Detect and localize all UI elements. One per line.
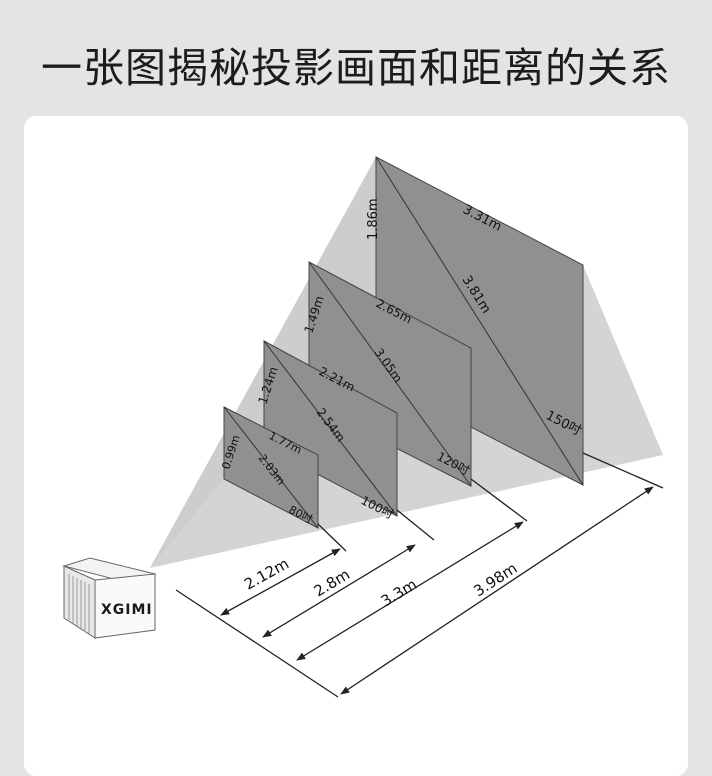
projection-diagram: 3.31m 1.86m 3.81m 150吋 2.65m 1.49m 3.05m…	[62, 156, 664, 698]
brand-logo: XGIMI	[101, 602, 153, 618]
distance-label: 3.3m	[378, 575, 420, 610]
diagram-card: 3.31m 1.86m 3.81m 150吋 2.65m 1.49m 3.05m…	[24, 116, 688, 776]
projection-ray	[582, 452, 664, 489]
projection-ray	[317, 523, 347, 552]
screen-80: 1.77m 0.99m 2.03m 80吋	[219, 406, 347, 552]
distance-baseline	[175, 589, 339, 698]
projector-device: XGIMI	[62, 557, 157, 639]
projection-ray	[396, 509, 435, 541]
height-label: 1.86m	[366, 198, 381, 240]
page-title: 一张图揭秘投影画面和距离的关系	[41, 44, 671, 92]
distance-label: 2.12m	[241, 554, 292, 593]
